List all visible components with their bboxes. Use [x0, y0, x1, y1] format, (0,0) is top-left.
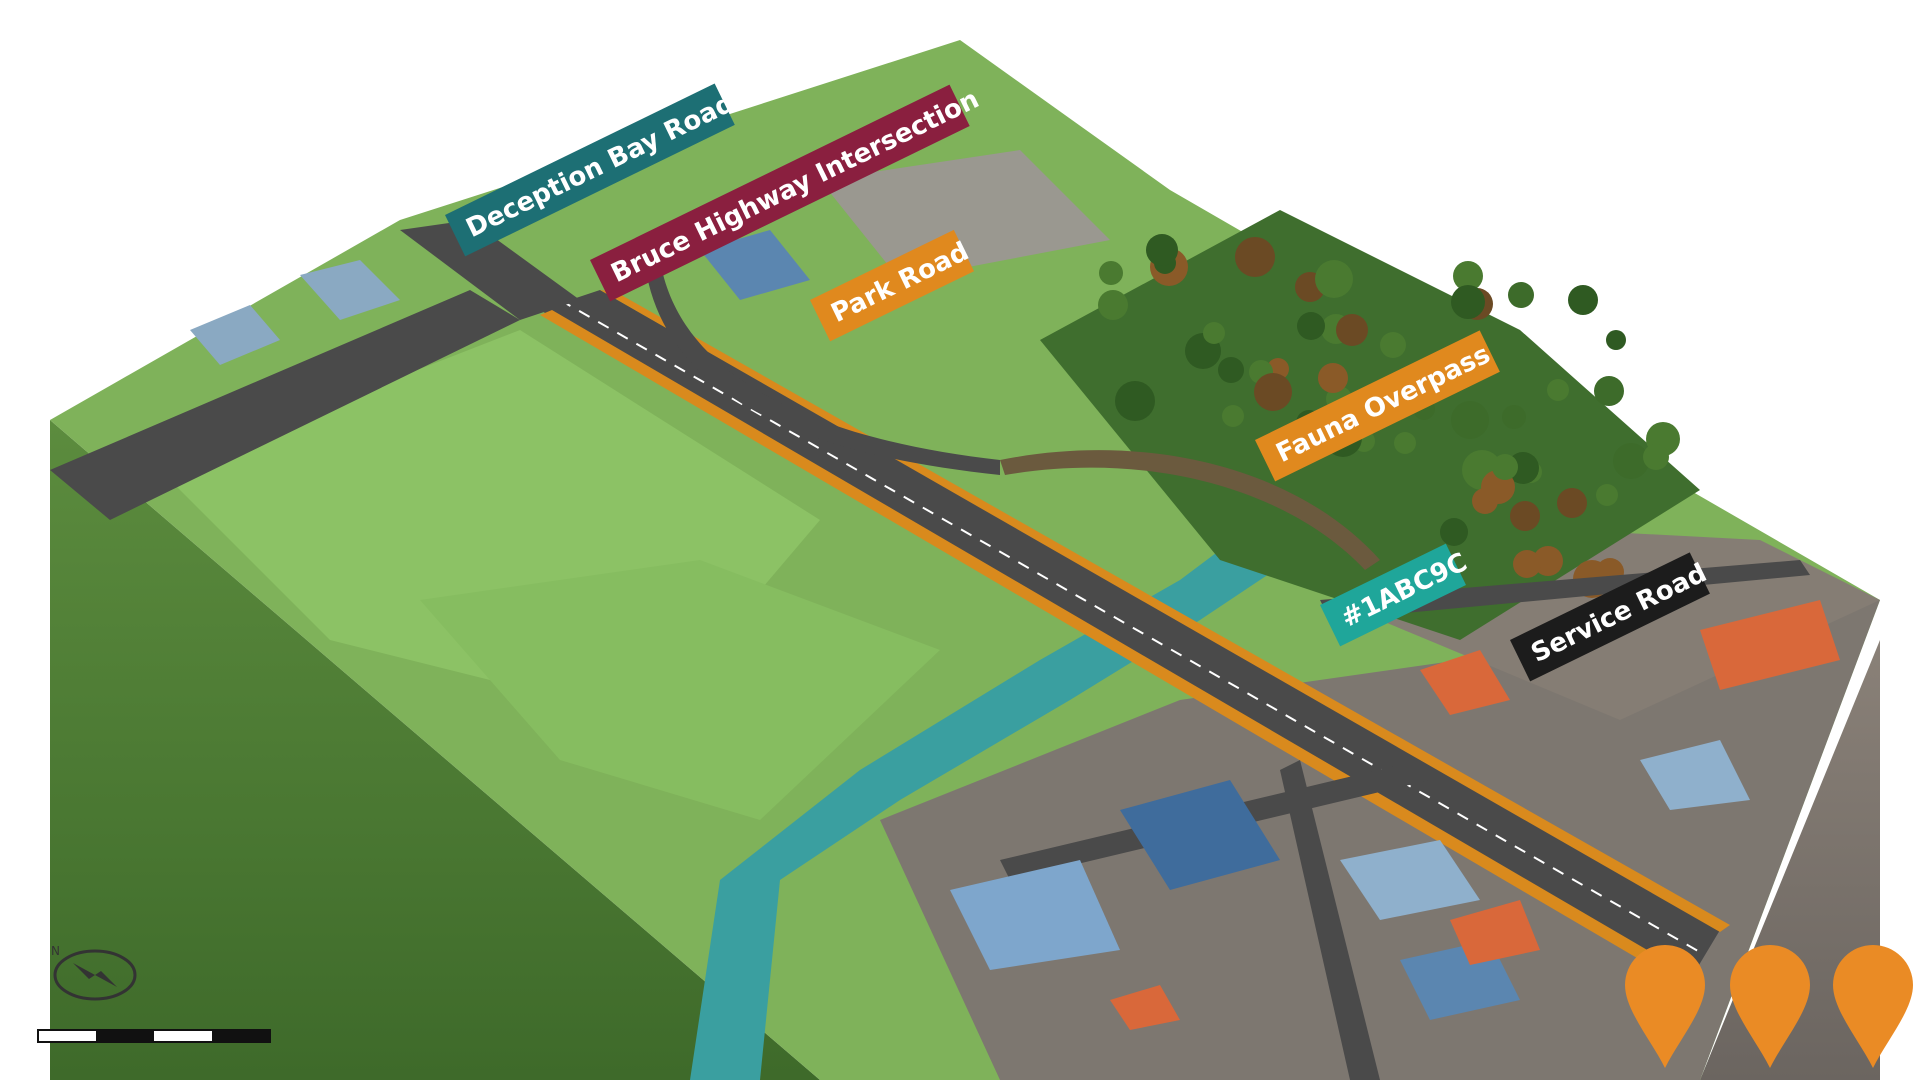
- tree: [1513, 550, 1541, 578]
- tree: [1380, 332, 1406, 358]
- building-blue: [1120, 780, 1280, 890]
- creek: [690, 300, 1400, 1080]
- location-pin-icon[interactable]: [1833, 945, 1913, 1068]
- tree: [1508, 282, 1534, 308]
- tree: [1451, 285, 1485, 319]
- tree: [1315, 260, 1353, 298]
- building-blue: [190, 305, 280, 365]
- tree: [1235, 237, 1275, 277]
- tree: [1336, 314, 1368, 346]
- scale-bar-icon: [37, 1029, 271, 1043]
- tree: [1115, 381, 1155, 421]
- tree: [1099, 261, 1123, 285]
- building-orange: [1420, 650, 1510, 715]
- buildings: [190, 230, 1840, 1030]
- building-blue: [950, 860, 1120, 970]
- compass-icon: N: [51, 944, 137, 1001]
- tree: [1510, 501, 1540, 531]
- park-road: [645, 260, 1000, 475]
- tree: [1098, 290, 1128, 320]
- location-pin-icon[interactable]: [1730, 945, 1810, 1068]
- tree: [1596, 484, 1618, 506]
- tree: [1297, 312, 1325, 340]
- bruce-highway: [540, 290, 1720, 980]
- tree: [1453, 261, 1483, 291]
- building-orange: [1700, 600, 1840, 690]
- tree: [1594, 376, 1624, 406]
- building-orange: [1110, 985, 1180, 1030]
- building-blue: [300, 260, 400, 320]
- tree: [1533, 546, 1563, 576]
- tree: [1440, 518, 1468, 546]
- tree: [1451, 401, 1489, 439]
- tree: [1547, 379, 1569, 401]
- tree: [1318, 363, 1348, 393]
- location-pins: [1625, 945, 1913, 1068]
- tree: [1218, 357, 1244, 383]
- tree: [1568, 285, 1598, 315]
- deception-bay-road: [50, 290, 520, 520]
- deception-bay-road-north: [400, 220, 580, 320]
- park-field-2: [420, 560, 940, 820]
- tree: [1606, 330, 1626, 350]
- tree: [1222, 405, 1244, 427]
- tree: [1502, 405, 1526, 429]
- building-blue: [1640, 740, 1750, 810]
- parking-lot: [820, 150, 1110, 280]
- fauna-overpass-bridge: [1000, 450, 1380, 570]
- cross-street-2: [1280, 760, 1380, 1080]
- tree: [1643, 444, 1669, 470]
- tree: [1203, 322, 1225, 344]
- tree: [1557, 488, 1587, 518]
- tree: [1146, 234, 1178, 266]
- location-pin-icon[interactable]: [1625, 945, 1705, 1068]
- svg-text:N: N: [51, 944, 60, 958]
- tree: [1492, 454, 1518, 480]
- highway-edge-west: [540, 310, 1690, 982]
- urban-area: [880, 600, 1880, 1080]
- building-blue: [1340, 840, 1480, 920]
- roads: [50, 220, 1810, 1080]
- tree: [1613, 443, 1649, 479]
- tree: [1394, 432, 1416, 454]
- building-orange: [1450, 900, 1540, 965]
- tree: [1254, 373, 1292, 411]
- building-blue: [700, 230, 810, 300]
